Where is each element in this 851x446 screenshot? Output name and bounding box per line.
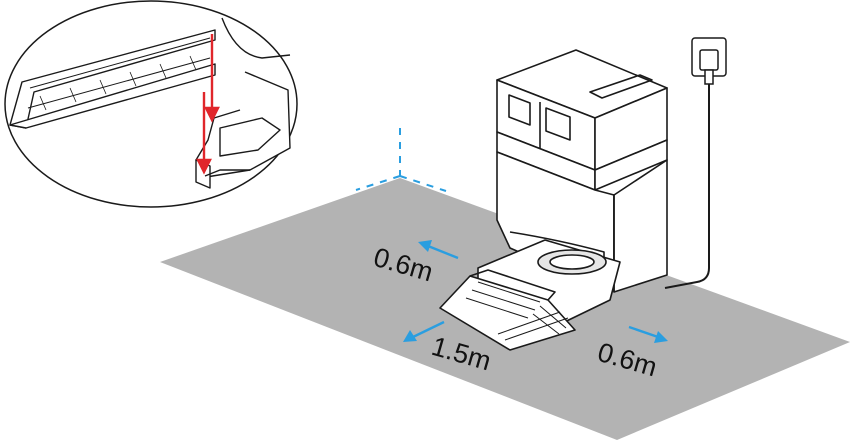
arrow-down-right-icon xyxy=(628,325,668,343)
red-down-arrow-icon xyxy=(196,34,220,175)
arrow-down-left-icon xyxy=(403,320,445,342)
wall-socket-icon xyxy=(691,37,727,85)
power-cable xyxy=(664,84,710,289)
arrow-up-left-icon xyxy=(418,240,459,260)
base-station xyxy=(439,49,668,351)
ramp xyxy=(439,275,576,351)
callout-detail xyxy=(4,0,298,208)
